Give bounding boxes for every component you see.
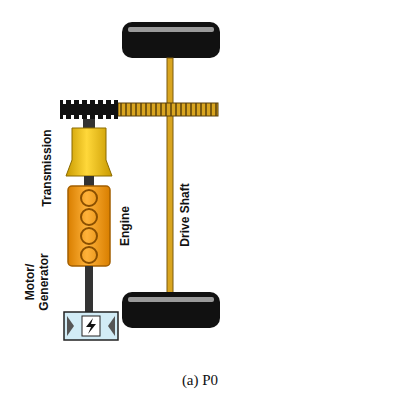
drive-shaft: [167, 58, 173, 294]
transmission-neck: [83, 119, 95, 128]
engine-block: [68, 186, 110, 266]
crank-shaft: [84, 176, 94, 186]
front-wheel: [122, 22, 220, 58]
figure-caption: (a) P0: [182, 372, 218, 389]
transmission-gear: [60, 100, 118, 119]
part-label: Transmission: [41, 129, 55, 206]
transmission-housing: [66, 128, 112, 176]
belt-link: [85, 266, 93, 312]
part-label: Drive Shaft: [179, 183, 193, 246]
part-label: Motor/ Generator: [24, 253, 52, 310]
part-label: Engine: [119, 206, 133, 246]
output-shaft: [118, 103, 218, 116]
motor-generator: [64, 312, 118, 340]
rear-wheel: [122, 292, 220, 328]
